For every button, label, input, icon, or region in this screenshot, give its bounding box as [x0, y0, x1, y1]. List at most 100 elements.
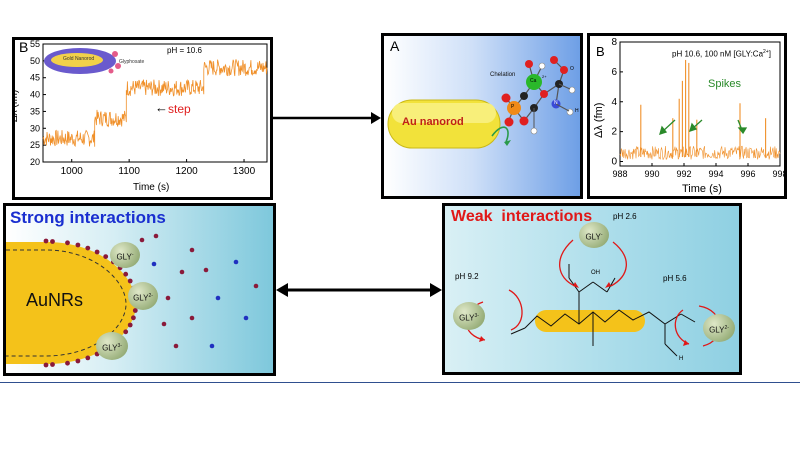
x-tick-label: 996	[740, 169, 755, 179]
gly-ball-right-text: GLY	[709, 325, 725, 335]
atom-label-o: O	[570, 66, 574, 72]
y-tick-label: 55	[30, 40, 40, 49]
panel-b-spike-chart: B 98899099299499699802468 pH 10.6, 100 n…	[587, 33, 787, 199]
y-tick-label: 20	[30, 157, 40, 167]
surface-bead	[75, 358, 81, 364]
surface-bead	[85, 245, 91, 251]
free-ion	[203, 267, 209, 273]
y-tick-label: 35	[30, 106, 40, 116]
spike-chart: 98899099299499699802468	[611, 37, 784, 179]
free-ion	[233, 259, 239, 265]
y-tick-label: 40	[30, 90, 40, 100]
plot-frame	[619, 41, 781, 167]
panel-letter: A	[390, 38, 400, 54]
x-tick-label: 1300	[233, 166, 256, 177]
y-tick-label: 2	[611, 127, 617, 138]
gly-ball-bottom-text: GLY	[102, 343, 118, 353]
y-axis-label: Δλ (fm)	[12, 89, 20, 122]
double-arrow-icon	[276, 283, 442, 297]
gly-ball-right-charge: 2-	[724, 325, 729, 331]
free-ion	[215, 295, 221, 301]
gly-ball-top-charge: -	[131, 252, 134, 258]
x-tick-label: 998	[772, 169, 784, 179]
ph-left-label: pH 9.2	[455, 272, 479, 281]
gly-ball-left-charge: 3-	[474, 313, 479, 319]
free-ion	[253, 283, 259, 289]
free-ion	[139, 237, 145, 243]
x-tick-label: 988	[612, 169, 627, 179]
y-tick-label: 0	[611, 157, 617, 168]
surface-bead	[123, 329, 129, 335]
chelation-label: Chelation	[490, 72, 516, 78]
y-tick-label: 50	[30, 56, 40, 66]
surface-bead	[50, 239, 55, 244]
free-ion	[173, 343, 179, 349]
inset-nanorod-label: Gold Nanorod	[63, 56, 95, 62]
spikes-annotation: Spikes	[708, 78, 742, 90]
y-tick-label: 25	[30, 140, 40, 150]
free-ion	[189, 247, 195, 253]
gly-ball-bottom: GLY3-	[96, 332, 128, 360]
free-ion	[243, 315, 249, 321]
gly-ball-middle-charge: 2-	[148, 293, 153, 299]
y-tick-label: 45	[30, 73, 40, 83]
gly-ball-middle-text: GLY	[133, 293, 149, 303]
atom-label-plus: 2+	[542, 74, 547, 79]
y-tick-label: 6	[611, 67, 617, 78]
surface-bead	[75, 242, 81, 248]
chelation-illustration	[387, 56, 576, 149]
inset-ligand-label: Glyphosate	[119, 59, 145, 65]
plot-frame	[42, 43, 268, 163]
y-axis-label: Δλ (fm)	[593, 102, 605, 138]
gly-ball-right: GLY2-	[703, 314, 735, 342]
panel-strong-interactions: Strong interactions AuNRs GLY- GLY2- GLY…	[3, 203, 276, 376]
gly-ball-top: GLY-	[110, 242, 140, 268]
step-arrow-icon: ←	[155, 100, 168, 115]
panel-letter: B	[596, 44, 605, 59]
gly-ball-top: GLY-	[579, 222, 609, 248]
surface-bead	[131, 315, 136, 321]
free-ion	[179, 269, 185, 275]
ph-annotation: pH = 10.6	[167, 46, 202, 55]
chart-title: pH 10.6, 100 nM [GLY:Ca2+]	[672, 49, 771, 59]
surface-bead	[50, 362, 55, 367]
atom-label-ca: Ca	[530, 78, 537, 84]
inset-nanorod-illustration	[44, 48, 121, 74]
surface-bead	[132, 308, 138, 313]
panel-letter: B	[19, 39, 29, 55]
surface-bead	[127, 278, 133, 284]
oh-label: OH	[591, 270, 600, 276]
x-tick-label: 992	[676, 169, 691, 179]
footer-divider	[0, 382, 800, 383]
surface-bead	[85, 355, 91, 361]
chart-title-text: pH 10.6, 100 nM [GLY:Ca	[672, 49, 764, 59]
surface-bead	[43, 238, 49, 244]
gly-ball-top-text: GLY	[116, 252, 132, 262]
surface-bead	[127, 322, 133, 328]
gly-ball-top-text: GLY	[585, 232, 601, 242]
panel-title: Weak interactions	[451, 208, 593, 225]
x-tick-label: 1200	[175, 166, 198, 177]
gly-ball-left-text: GLY	[459, 313, 475, 323]
atom-label-h: H	[575, 108, 579, 114]
ph-right-label: pH 5.6	[663, 274, 687, 283]
x-tick-label: 1000	[61, 166, 84, 177]
x-tick-label: 1100	[118, 166, 140, 177]
free-ion	[189, 315, 195, 321]
arrow-to-panel-a-icon	[273, 112, 381, 124]
chart-title-sup: 2+	[763, 49, 769, 55]
free-ion	[161, 321, 167, 327]
y-tick-label: 8	[611, 37, 617, 48]
step-annotation: step	[168, 102, 191, 116]
gly-ball-bottom-charge: 3-	[117, 343, 122, 349]
aunrs-label: AuNRs	[26, 290, 84, 310]
x-tick-label: 990	[644, 169, 659, 179]
free-ion	[165, 295, 171, 301]
nanorod-label: Au nanorod	[402, 116, 464, 128]
spike-baseline	[619, 145, 781, 160]
free-ion	[209, 343, 215, 349]
surface-bead	[103, 254, 109, 259]
panel-weak-interactions: Weak interactions pH 2.6 pH 9.2 pH 5.6 O…	[442, 203, 742, 375]
